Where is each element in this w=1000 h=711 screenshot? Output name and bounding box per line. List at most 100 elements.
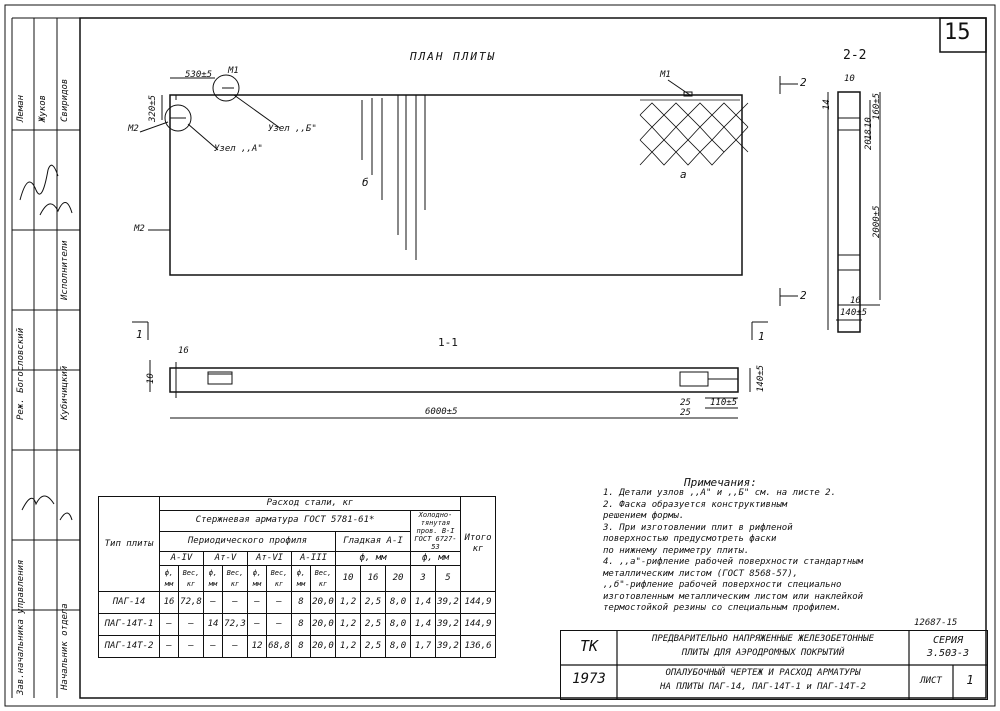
notes-title: Примечания: bbox=[684, 476, 757, 489]
signatures bbox=[19, 164, 73, 521]
cell: 12 bbox=[247, 635, 267, 658]
plan-dim-left: 320±5 bbox=[148, 94, 158, 122]
plan-title: ПЛАН ПЛИТЫ bbox=[410, 50, 497, 63]
cell: 8 bbox=[291, 591, 311, 614]
cell: 68,8 bbox=[266, 635, 292, 658]
th-plain-col: 16 bbox=[360, 565, 386, 592]
plan-uzel-b: Узел ,,Б" bbox=[268, 124, 317, 134]
s11-dim-r2: 110±5 bbox=[710, 398, 738, 408]
th-sub-w: Вес, кг bbox=[222, 565, 248, 592]
th-wire-phi: ф, мм bbox=[410, 551, 461, 566]
th-plain-phi: ф, мм bbox=[335, 551, 411, 566]
plan-zone-a: а bbox=[680, 168, 687, 181]
s22-dim-a: 14 bbox=[822, 99, 832, 110]
table-row: ПАГ-14Т-2 — — — — 12 68,8 8 20,0 1,2 2,5… bbox=[98, 635, 496, 658]
cell: 1,2 bbox=[335, 613, 361, 636]
stamp-title-1: ПРЕДВАРИТЕЛЬНО НАПРЯЖЕННЫЕ ЖЕЛЕЗОБЕТОННЫ… bbox=[651, 634, 875, 644]
cell: 144,9 bbox=[460, 613, 496, 636]
cell: 14 bbox=[203, 613, 223, 636]
sheet-number: 15 bbox=[944, 20, 971, 45]
th-sub-d: ф, мм bbox=[291, 565, 311, 592]
cut-1-right: 1 bbox=[758, 330, 765, 343]
steel-table: Тип плиты Расход стали, кг Итого кг Стер… bbox=[98, 496, 496, 658]
cell: 1,2 bbox=[335, 591, 361, 614]
cell: 72,3 bbox=[222, 613, 248, 636]
s11-dim-h: 16 bbox=[178, 346, 189, 356]
stamp-title-3: ОПАЛУБОЧНЫЙ ЧЕРТЕЖ И РАСХОД АРМАТУРЫ bbox=[665, 668, 861, 678]
th-sub-w: Вес, кг bbox=[178, 565, 204, 592]
title-block: ТК 1973 ПРЕДВАРИТЕЛЬНО НАПРЯЖЕННЫЕ ЖЕЛЕЗ… bbox=[560, 630, 988, 700]
th-wire-col: 3 bbox=[410, 565, 436, 592]
note-line: термостойкой резины со специальным профи… bbox=[603, 603, 842, 613]
s11-dim-left: 10 bbox=[146, 373, 156, 384]
plan-dim-top: 530±5 bbox=[185, 70, 213, 80]
th-wire-col: 5 bbox=[435, 565, 461, 592]
th-sub-d: ф, мм bbox=[159, 565, 179, 592]
cell: 2,5 bbox=[360, 635, 386, 658]
stamp-year: 1973 bbox=[572, 671, 606, 687]
cell: 2,5 bbox=[360, 613, 386, 636]
note-line: поверхностью предусмотреть фаски bbox=[603, 534, 777, 544]
plan-uzel-a: Узел ,,А" bbox=[214, 144, 263, 154]
th-plain-col: 20 bbox=[385, 565, 411, 592]
cell: — bbox=[266, 591, 292, 614]
th-plain: Гладкая А-I bbox=[335, 530, 411, 552]
th-class: А-III bbox=[291, 551, 336, 566]
cell: — bbox=[159, 635, 179, 658]
cell: — bbox=[222, 591, 248, 614]
cell: 1,4 bbox=[410, 591, 436, 614]
stamp-series-value: 3.503-3 bbox=[926, 648, 970, 659]
th-sub-d: ф, мм bbox=[203, 565, 223, 592]
s11-dim-r1: 25 bbox=[680, 398, 691, 408]
note-line: решением формы. bbox=[603, 511, 685, 521]
cell: 39,2 bbox=[435, 591, 461, 614]
th-sub-w: Вес, кг bbox=[266, 565, 292, 592]
plan-m1-right: М1 bbox=[660, 70, 671, 80]
stamp-sheet-value: 1 bbox=[966, 673, 974, 687]
th-class: Ат-V bbox=[203, 551, 248, 566]
note-line: 4. ,,а"-рифление рабочей поверхности ста… bbox=[603, 557, 864, 567]
cell: — bbox=[247, 613, 267, 636]
th-total: Итого кг bbox=[460, 496, 496, 592]
cell: 20,0 bbox=[310, 591, 336, 614]
s11-dim-right: 140±5 bbox=[756, 364, 766, 392]
cell: 144,9 bbox=[460, 591, 496, 614]
th-sub-d: ф, мм bbox=[247, 565, 267, 592]
notes-list: 1. Детали узлов ,,А" и ,,Б" см. на листе… bbox=[603, 488, 863, 615]
note-line: 3. При изготовлении плит в рифленой bbox=[603, 522, 793, 533]
cell: — bbox=[178, 635, 204, 658]
signature-icon bbox=[19, 164, 59, 201]
cell: — bbox=[203, 635, 223, 658]
cell: — bbox=[159, 613, 179, 636]
signature-icon bbox=[21, 495, 55, 511]
stamp-title-2: ПЛИТЫ ДЛЯ АЭРОДРОМНЫХ ПОКРЫТИЙ bbox=[681, 648, 845, 658]
th-class: А-IV bbox=[159, 551, 204, 566]
section-1-title: 1-1 bbox=[438, 336, 458, 349]
s22-dim-c: 10 bbox=[864, 117, 874, 128]
signature-icon bbox=[39, 202, 73, 216]
stamp-title-4: НА ПЛИТЫ ПАГ-14, ПАГ-14Т-1 и ПАГ-14Т-2 bbox=[660, 682, 866, 692]
cell: 16 bbox=[159, 591, 179, 614]
plan-m1-left: М1 bbox=[228, 66, 239, 76]
stamp-sheet-label: ЛИСТ bbox=[920, 676, 942, 686]
stamp-series-label: СЕРИЯ bbox=[932, 635, 964, 646]
cell: 8,0 bbox=[385, 591, 411, 614]
stamp-org: ТК bbox=[579, 637, 599, 655]
stamp-code: 12687-15 bbox=[914, 618, 958, 628]
s22-dim-e: 20 bbox=[864, 139, 874, 150]
cell: 1,7 bbox=[410, 635, 436, 658]
s11-dim-r3: 25 bbox=[680, 408, 691, 418]
cell: ПАГ-14 bbox=[98, 591, 160, 614]
th-rod: Стержневая арматура ГОСТ 5781-61* bbox=[159, 510, 411, 532]
cell: 1,2 bbox=[335, 635, 361, 658]
cell: — bbox=[222, 635, 248, 658]
cell: 2,5 bbox=[360, 591, 386, 614]
th-plain-col: 10 bbox=[335, 565, 361, 592]
th-sub-w: Вес, кг bbox=[310, 565, 336, 592]
note-line: 1. Детали узлов ,,А" и ,,Б" см. на листе… bbox=[603, 488, 836, 498]
cell: 20,0 bbox=[310, 613, 336, 636]
s22-dim-top: 10 bbox=[844, 74, 855, 84]
cut-2-bottom: 2 bbox=[800, 289, 807, 302]
